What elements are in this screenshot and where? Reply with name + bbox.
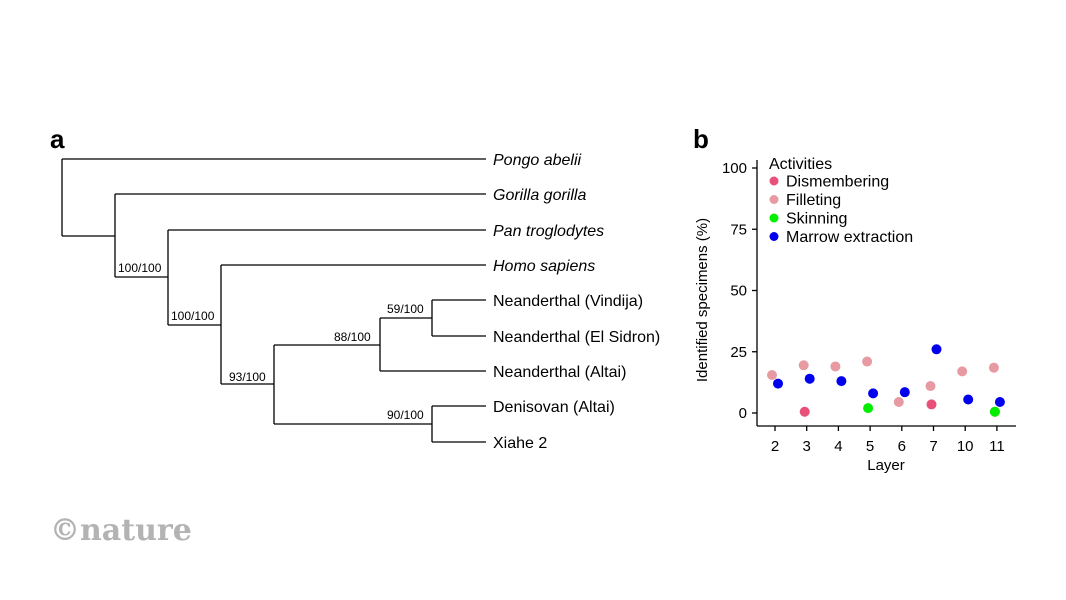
data-point: [925, 381, 936, 392]
x-axis-ticks: 2 3 4 5 6 7 10 11: [771, 426, 1005, 455]
taxa-labels: Pongo abelii Gorilla gorilla Pan troglod…: [493, 152, 660, 452]
panel-a-label: a: [50, 124, 65, 154]
legend-item-label: Marrow extraction: [786, 229, 913, 246]
data-point: [994, 396, 1005, 407]
support-value: 90/100: [387, 408, 424, 422]
x-tick-label: 10: [957, 438, 974, 455]
panel-a-tree: a: [50, 124, 660, 452]
data-point: [773, 378, 783, 389]
data-point: [863, 403, 874, 414]
data-point: [899, 387, 910, 398]
y-axis-title: Identified specimens (%): [694, 218, 711, 382]
x-tick-label: 5: [866, 438, 874, 455]
data-point: [868, 388, 879, 399]
x-tick-label: 3: [803, 438, 811, 455]
data-point: [862, 356, 873, 367]
x-tick-label: 2: [771, 438, 779, 455]
data-point: [798, 360, 809, 371]
panel-b-chart: b 0 25 50 75 100 2 3 4 5 6 7 10 11 Identified speci…: [693, 124, 1016, 474]
support-value: 88/100: [334, 330, 371, 344]
legend-marker: [769, 176, 779, 186]
data-point: [767, 370, 777, 381]
taxon-label: Neanderthal (Vindija): [493, 293, 643, 310]
taxon-label: Pan troglodytes: [493, 223, 604, 240]
taxon-label: Homo sapiens: [493, 258, 595, 275]
nature-brand-logo: ©nature: [50, 513, 192, 548]
data-point: [836, 376, 847, 387]
legend-marker: [769, 232, 779, 241]
taxon-label: Xiahe 2: [493, 435, 547, 452]
data-point: [957, 366, 968, 377]
x-tick-label: 6: [898, 438, 906, 455]
data-point: [830, 361, 841, 372]
panel-b-label: b: [693, 124, 709, 154]
x-tick-label: 7: [929, 438, 937, 455]
data-points: [767, 344, 1005, 417]
taxon-label: Gorilla gorilla: [493, 187, 586, 204]
support-labels: 100/100 100/100 93/100 88/100 59/100 90/…: [118, 261, 424, 422]
data-point: [963, 394, 974, 405]
tree-branches: [61, 158, 486, 443]
taxon-label: Pongo abelii: [493, 152, 582, 169]
taxon-label: Neanderthal (Altai): [493, 364, 626, 381]
support-value: 100/100: [118, 261, 162, 275]
data-point: [988, 362, 999, 373]
support-value: 59/100: [387, 302, 424, 316]
x-tick-label: 11: [989, 438, 1005, 455]
support-value: 100/100: [171, 309, 215, 323]
y-tick-label: 75: [730, 221, 747, 238]
data-point: [931, 344, 942, 355]
data-point: [893, 396, 904, 407]
legend-marker: [769, 195, 779, 204]
x-tick-label: 4: [834, 438, 842, 455]
support-value: 93/100: [229, 370, 266, 384]
legend-item-label: Filleting: [786, 192, 841, 209]
data-point: [926, 399, 937, 410]
y-tick-label: 50: [730, 283, 747, 300]
data-point: [799, 406, 810, 417]
y-axis-ticks: 0 25 50 75 100: [722, 160, 757, 422]
x-axis-title: Layer: [867, 457, 905, 474]
legend-item-label: Skinning: [786, 211, 847, 228]
data-point: [804, 373, 815, 384]
legend-title: Activities: [769, 156, 832, 173]
legend-marker: [769, 213, 779, 223]
taxon-label: Denisovan (Altai): [493, 399, 615, 416]
legend-item-label: Dismembering: [786, 174, 889, 191]
y-tick-label: 0: [739, 405, 747, 422]
data-point: [989, 406, 1000, 417]
y-tick-label: 100: [722, 160, 747, 177]
y-tick-label: 25: [730, 344, 747, 361]
taxon-label: Neanderthal (El Sidron): [493, 329, 660, 346]
legend: Activities DismemberingFilletingSkinning…: [769, 156, 913, 246]
